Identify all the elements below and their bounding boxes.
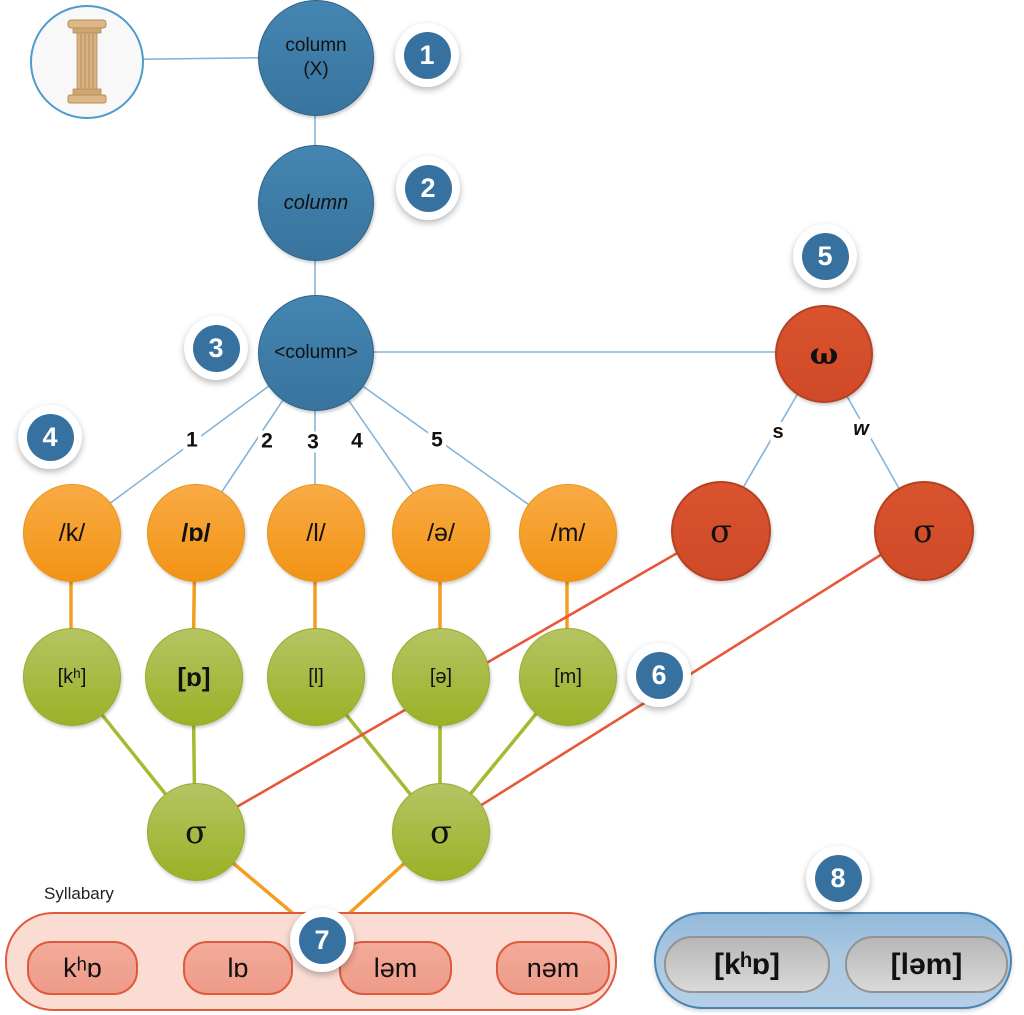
node-grapheme: <column> [258,295,374,411]
node-phone-kh: [kʰ] [23,628,121,726]
badge-2-number: 2 [404,164,452,212]
badge-6: 6 [627,643,691,707]
syllabary-item-lo: lɒ [183,941,293,995]
badge-7-number: 7 [298,916,346,964]
syllabary-item-kho: kʰɒ [27,941,138,995]
badge-6-number: 6 [635,651,683,699]
word-form-line2: (X) [303,59,329,80]
badge-7: 7 [290,908,354,972]
node-phoneme-o: /ɒ/ [147,484,245,582]
position-number-4: 4 [348,430,366,452]
position-number-2: 2 [258,430,276,452]
branch-label-weak: w [851,418,871,440]
phonetic-output-box: [kʰɒ] [ləm] [654,912,1012,1009]
badge-3: 3 [184,316,248,380]
node-syllable-sigma-right: σ [392,783,490,881]
node-phoneme-m: /m/ [519,484,617,582]
node-phone-l: [l] [267,628,365,726]
node-phone-schwa: [ə] [392,628,490,726]
node-phoneme-schwa: /ə/ [392,484,490,582]
node-sigma-strong: σ [671,481,771,581]
word-form-line1: column [285,35,347,57]
position-number-3: 3 [304,431,322,453]
greek-column-icon [67,19,107,104]
badge-2: 2 [396,156,460,220]
output-item-kho: [kʰɒ] [664,936,830,993]
badge-1: 1 [395,23,459,87]
syllabary-item-nem: nəm [496,941,610,995]
branch-label-strong: s [770,421,786,443]
node-lemma: column [258,145,374,261]
syllabary-item-lem: ləm [339,941,452,995]
node-phone-m: [m] [519,628,617,726]
concept-image-circle [30,5,144,119]
badge-5-number: 5 [801,232,849,280]
node-word-form: column (X) [258,0,374,116]
node-phoneme-k: /k/ [23,484,121,582]
badge-1-number: 1 [403,31,451,79]
node-syllable-sigma-left: σ [147,783,245,881]
node-phone-o: [ɒ] [145,628,243,726]
position-number-1: 1 [183,429,201,451]
badge-4: 4 [18,405,82,469]
node-phoneme-l: /l/ [267,484,365,582]
syllabary-title: Syllabary [44,884,114,903]
badge-8: 8 [806,846,870,910]
output-item-lem: [ləm] [845,936,1008,993]
badge-5: 5 [793,224,857,288]
position-number-5: 5 [428,429,446,451]
node-omega: ω [775,305,873,403]
badge-3-number: 3 [192,324,240,372]
node-sigma-weak: σ [874,481,974,581]
badge-4-number: 4 [26,413,74,461]
badge-8-number: 8 [814,854,862,902]
